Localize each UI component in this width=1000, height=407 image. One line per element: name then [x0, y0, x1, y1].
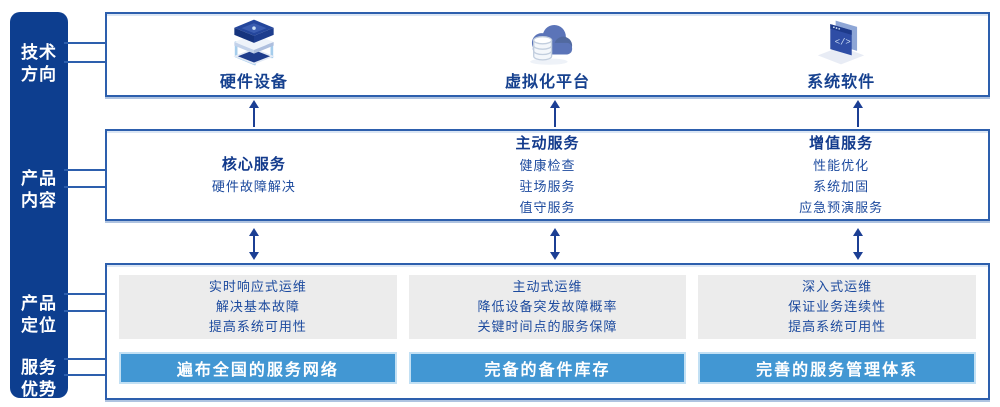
- tech-label-software: 系统软件: [807, 74, 876, 91]
- advantage-banner-management: 完善的服务管理体系: [698, 352, 977, 384]
- server-stack-icon: [233, 19, 275, 66]
- tech-col-virtualization: 虚拟化平台: [401, 14, 695, 95]
- svg-text:</>: </>: [835, 38, 851, 48]
- connector-line: [64, 186, 107, 188]
- positioning-line: 深入式运维: [802, 279, 873, 294]
- positioning-line: 降低设备突发故障概率: [477, 299, 618, 314]
- advantage-banner-network: 遍布全国的服务网络: [119, 352, 397, 384]
- positioning-line: 实时响应式运维: [208, 279, 307, 294]
- sidebar-label-line: 优势: [21, 380, 57, 399]
- tech-col-software: </> 系统软件: [694, 14, 988, 95]
- arrow-double-icon: [253, 236, 255, 252]
- sidebar-label-line: 服务: [21, 358, 57, 377]
- service-col-proactive: 主动服务 健康检查 驻场服务 值守服务: [401, 131, 695, 219]
- service-title: 增值服务: [809, 134, 874, 152]
- positioning-box: 主动式运维 降低设备突发故障概率 关键时间点的服务保障: [408, 275, 687, 339]
- positioning-line: 提高系统可用性: [208, 319, 307, 334]
- sidebar-label-line: 方向: [21, 65, 57, 84]
- positioning-col-deep: 深入式运维 保证业务连续性 提高系统可用性 完善的服务管理体系: [698, 275, 977, 398]
- service-item: 系统加固: [813, 178, 870, 194]
- arrow-up-icon: [554, 108, 556, 127]
- sidebar-item-tech-direction: 技术 方向: [10, 42, 68, 86]
- connector-line: [64, 374, 107, 376]
- service-col-core: 核心服务 硬件故障解决: [107, 131, 401, 219]
- service-title: 核心服务: [221, 155, 286, 173]
- arrow-up-icon: [253, 108, 255, 127]
- positioning-line: 保证业务连续性: [788, 299, 887, 314]
- sidebar-label-line: 定位: [21, 316, 57, 335]
- positioning-line: 主动式运维: [512, 279, 583, 294]
- service-item: 应急预演服务: [799, 199, 884, 215]
- service-item: 值守服务: [519, 199, 576, 215]
- sidebar-label-line: 产品: [21, 294, 57, 313]
- sidebar-label-line: 内容: [21, 191, 57, 210]
- service-item: 硬件故障解决: [211, 178, 296, 194]
- service-item: 性能优化: [813, 157, 870, 173]
- positioning-line: 关键时间点的服务保障: [477, 319, 618, 334]
- tech-direction-panel: 硬件设备 虚拟化平台: [105, 12, 990, 97]
- sidebar-item-product-content: 产品 内容: [10, 168, 68, 212]
- service-title: 主动服务: [515, 134, 580, 152]
- tech-label-hardware: 硬件设备: [219, 74, 288, 91]
- sidebar-item-service-advantage: 服务 优势: [10, 357, 68, 401]
- connector-line: [64, 61, 107, 63]
- positioning-line: 解决基本故障: [215, 299, 300, 314]
- code-window-icon: </>: [817, 20, 865, 65]
- category-sidebar: 技术 方向 产品 内容 产品 定位 服务 优势: [10, 12, 68, 401]
- arrow-double-icon: [554, 236, 556, 252]
- tech-col-hardware: 硬件设备: [107, 14, 401, 95]
- connector-line: [64, 358, 107, 360]
- positioning-col-proactive: 主动式运维 降低设备突发故障概率 关键时间点的服务保障 完备的备件库存: [408, 275, 687, 398]
- cloud-database-icon: [529, 25, 572, 65]
- connector-line: [64, 42, 107, 44]
- positioning-col-realtime: 实时响应式运维 解决基本故障 提高系统可用性 遍布全国的服务网络: [119, 275, 397, 398]
- service-col-value-added: 增值服务 性能优化 系统加固 应急预演服务: [694, 131, 988, 219]
- advantage-banner-spareparts: 完备的备件库存: [408, 352, 687, 384]
- positioning-box: 深入式运维 保证业务连续性 提高系统可用性: [698, 275, 977, 339]
- positioning-line: 提高系统可用性: [788, 319, 887, 334]
- sidebar-label-line: 产品: [21, 169, 57, 188]
- connector-line: [64, 293, 107, 295]
- service-item: 健康检查: [519, 157, 576, 173]
- arrow-double-icon: [857, 236, 859, 252]
- connector-line: [64, 310, 107, 312]
- sidebar-label-line: 技术: [21, 43, 57, 62]
- product-content-panel: 核心服务 硬件故障解决 主动服务 健康检查 驻场服务 值守服务 增值服务 性能优…: [105, 129, 990, 221]
- sidebar-item-product-positioning: 产品 定位: [10, 293, 68, 337]
- connector-line: [64, 169, 107, 171]
- tech-label-virtualization: 虚拟化平台: [505, 74, 591, 91]
- service-item: 驻场服务: [519, 178, 576, 194]
- positioning-box: 实时响应式运维 解决基本故障 提高系统可用性: [119, 275, 397, 339]
- arrow-up-icon: [857, 108, 859, 127]
- positioning-panel: 实时响应式运维 解决基本故障 提高系统可用性 遍布全国的服务网络 主动式运维 降…: [105, 263, 990, 400]
